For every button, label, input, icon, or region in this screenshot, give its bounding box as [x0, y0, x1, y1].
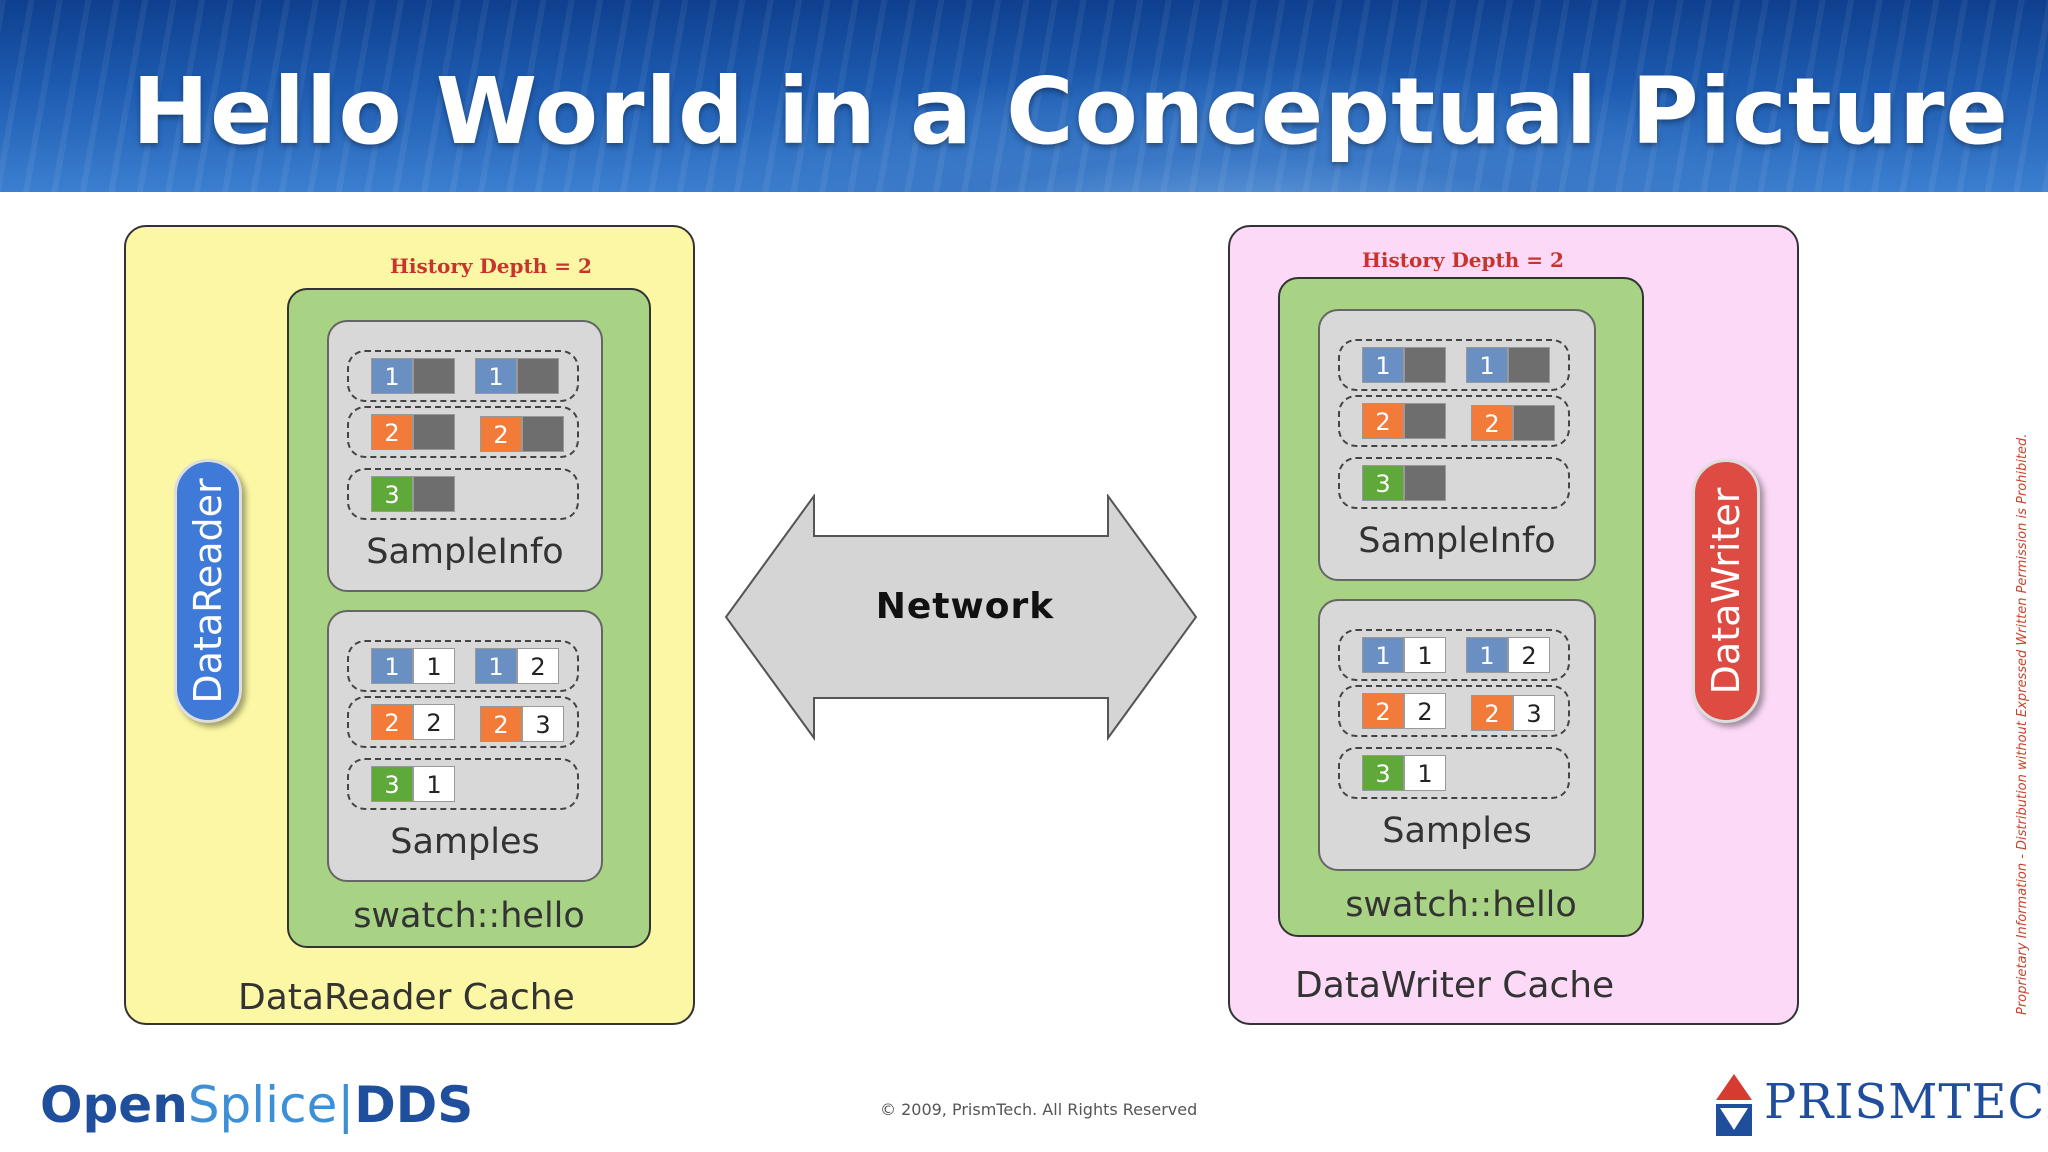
cell-info — [1404, 465, 1446, 501]
cell-instance: 2 — [371, 414, 413, 450]
cell-instance: 1 — [1466, 637, 1508, 673]
cell-info — [413, 414, 455, 450]
cell-instance: 2 — [480, 706, 522, 742]
cell-info — [1508, 347, 1550, 383]
cell-value: 2 — [1404, 693, 1446, 729]
writer-samples-row-1: 1 1 1 2 — [1338, 629, 1570, 681]
cell-instance: 1 — [371, 358, 413, 394]
writer-cache-label: DataWriter Cache — [1295, 965, 1615, 1006]
cell-value: 1 — [1404, 755, 1446, 791]
cell-instance: 3 — [1362, 755, 1404, 791]
logo-splice-text: Splice — [187, 1076, 338, 1134]
cell-value: 3 — [522, 706, 564, 742]
cell-value: 1 — [413, 766, 455, 802]
cell-info — [1404, 403, 1446, 439]
prismtech-wordmark: PRISMTECH — [1764, 1074, 2048, 1130]
cell-instance: 1 — [475, 358, 517, 394]
reader-samples-row-3: 3 1 — [347, 758, 579, 810]
network-arrow-icon — [724, 494, 1198, 742]
prismtech-logo: PRISMTECH — [1712, 1072, 2048, 1138]
cell-instance: 2 — [1362, 403, 1404, 439]
reader-history-depth: History Depth = 2 — [390, 254, 592, 278]
logo-open-text: Open — [40, 1076, 188, 1134]
datawriter-pill: DataWriter — [1692, 459, 1760, 723]
writer-sampleinfo-row-3: 3 — [1338, 457, 1570, 509]
cell-info — [522, 416, 564, 452]
reader-sampleinfo-row-2: 2 2 — [347, 406, 579, 458]
cell-info — [413, 358, 455, 394]
cell-info — [1404, 347, 1446, 383]
cell-instance: 3 — [1362, 465, 1404, 501]
writer-sampleinfo-label: SampleInfo — [1358, 521, 1556, 561]
cell-value: 2 — [517, 648, 559, 684]
cell-value: 2 — [1508, 637, 1550, 673]
reader-sampleinfo-row-1: 1 1 — [347, 350, 579, 402]
cell-instance: 2 — [1362, 693, 1404, 729]
cell-value: 1 — [413, 648, 455, 684]
cell-instance: 1 — [371, 648, 413, 684]
writer-sampleinfo-row-2: 2 2 — [1338, 395, 1570, 447]
writer-sampleinfo-row-1: 1 1 — [1338, 339, 1570, 391]
cell-instance: 1 — [1362, 637, 1404, 673]
cell-info — [1513, 405, 1555, 441]
cell-instance: 3 — [371, 476, 413, 512]
prism-mark-icon — [1716, 1074, 1752, 1136]
reader-sampleinfo-panel: 1 1 2 2 3 SampleInfo — [327, 320, 603, 592]
reader-samples-panel: 1 1 1 2 2 2 2 3 3 1 Samples — [327, 610, 603, 882]
cell-info — [413, 476, 455, 512]
logo-bar-text: | — [337, 1076, 355, 1134]
proprietary-note: Proprietary Information - Distribution w… — [2015, 433, 2030, 1015]
cell-instance: 1 — [1466, 347, 1508, 383]
cell-instance: 1 — [1362, 347, 1404, 383]
datareader-label: DataReader — [186, 478, 230, 704]
writer-history-depth: History Depth = 2 — [1362, 248, 1564, 272]
datareader-pill: DataReader — [174, 459, 242, 723]
reader-sampleinfo-label: SampleInfo — [366, 532, 564, 572]
cell-value: 3 — [1513, 695, 1555, 731]
writer-topic-label: swatch::hello — [1345, 885, 1577, 925]
reader-topic-box: 1 1 2 2 3 SampleInfo 1 1 1 2 — [287, 288, 651, 948]
writer-samples-label: Samples — [1382, 811, 1532, 851]
cell-instance: 2 — [1471, 405, 1513, 441]
reader-samples-row-1: 1 1 1 2 — [347, 640, 579, 692]
reader-samples-row-2: 2 2 2 3 — [347, 696, 579, 748]
writer-samples-panel: 1 1 1 2 2 2 2 3 3 1 Samples — [1318, 599, 1596, 871]
reader-samples-label: Samples — [390, 822, 540, 862]
writer-topic-box: 1 1 2 2 3 SampleInfo 1 1 1 2 — [1278, 277, 1644, 937]
reader-cache-label: DataReader Cache — [238, 977, 575, 1018]
cell-instance: 2 — [480, 416, 522, 452]
reader-sampleinfo-row-3: 3 — [347, 468, 579, 520]
logo-dds-text: DDS — [354, 1076, 474, 1134]
cell-value: 2 — [413, 704, 455, 740]
copyright-notice: © 2009, PrismTech. All Rights Reserved — [880, 1100, 1198, 1119]
cell-value: 1 — [1404, 637, 1446, 673]
opensplice-dds-logo: OpenSplice|DDS — [40, 1076, 473, 1134]
writer-samples-row-2: 2 2 2 3 — [1338, 685, 1570, 737]
cell-instance: 2 — [1471, 695, 1513, 731]
cell-instance: 1 — [475, 648, 517, 684]
cell-instance: 3 — [371, 766, 413, 802]
writer-samples-row-3: 3 1 — [1338, 747, 1570, 799]
datareader-cache: History Depth = 2 1 1 2 2 3 SampleInfo — [124, 225, 695, 1025]
title-banner: Hello World in a Conceptual Picture — [0, 0, 2048, 192]
network-label: Network — [875, 586, 1055, 627]
cell-instance: 2 — [371, 704, 413, 740]
writer-sampleinfo-panel: 1 1 2 2 3 SampleInfo — [1318, 309, 1596, 581]
datawriter-label: DataWriter — [1704, 487, 1748, 695]
slide-title: Hello World in a Conceptual Picture — [132, 58, 2009, 165]
cell-info — [517, 358, 559, 394]
reader-topic-label: swatch::hello — [353, 896, 585, 936]
